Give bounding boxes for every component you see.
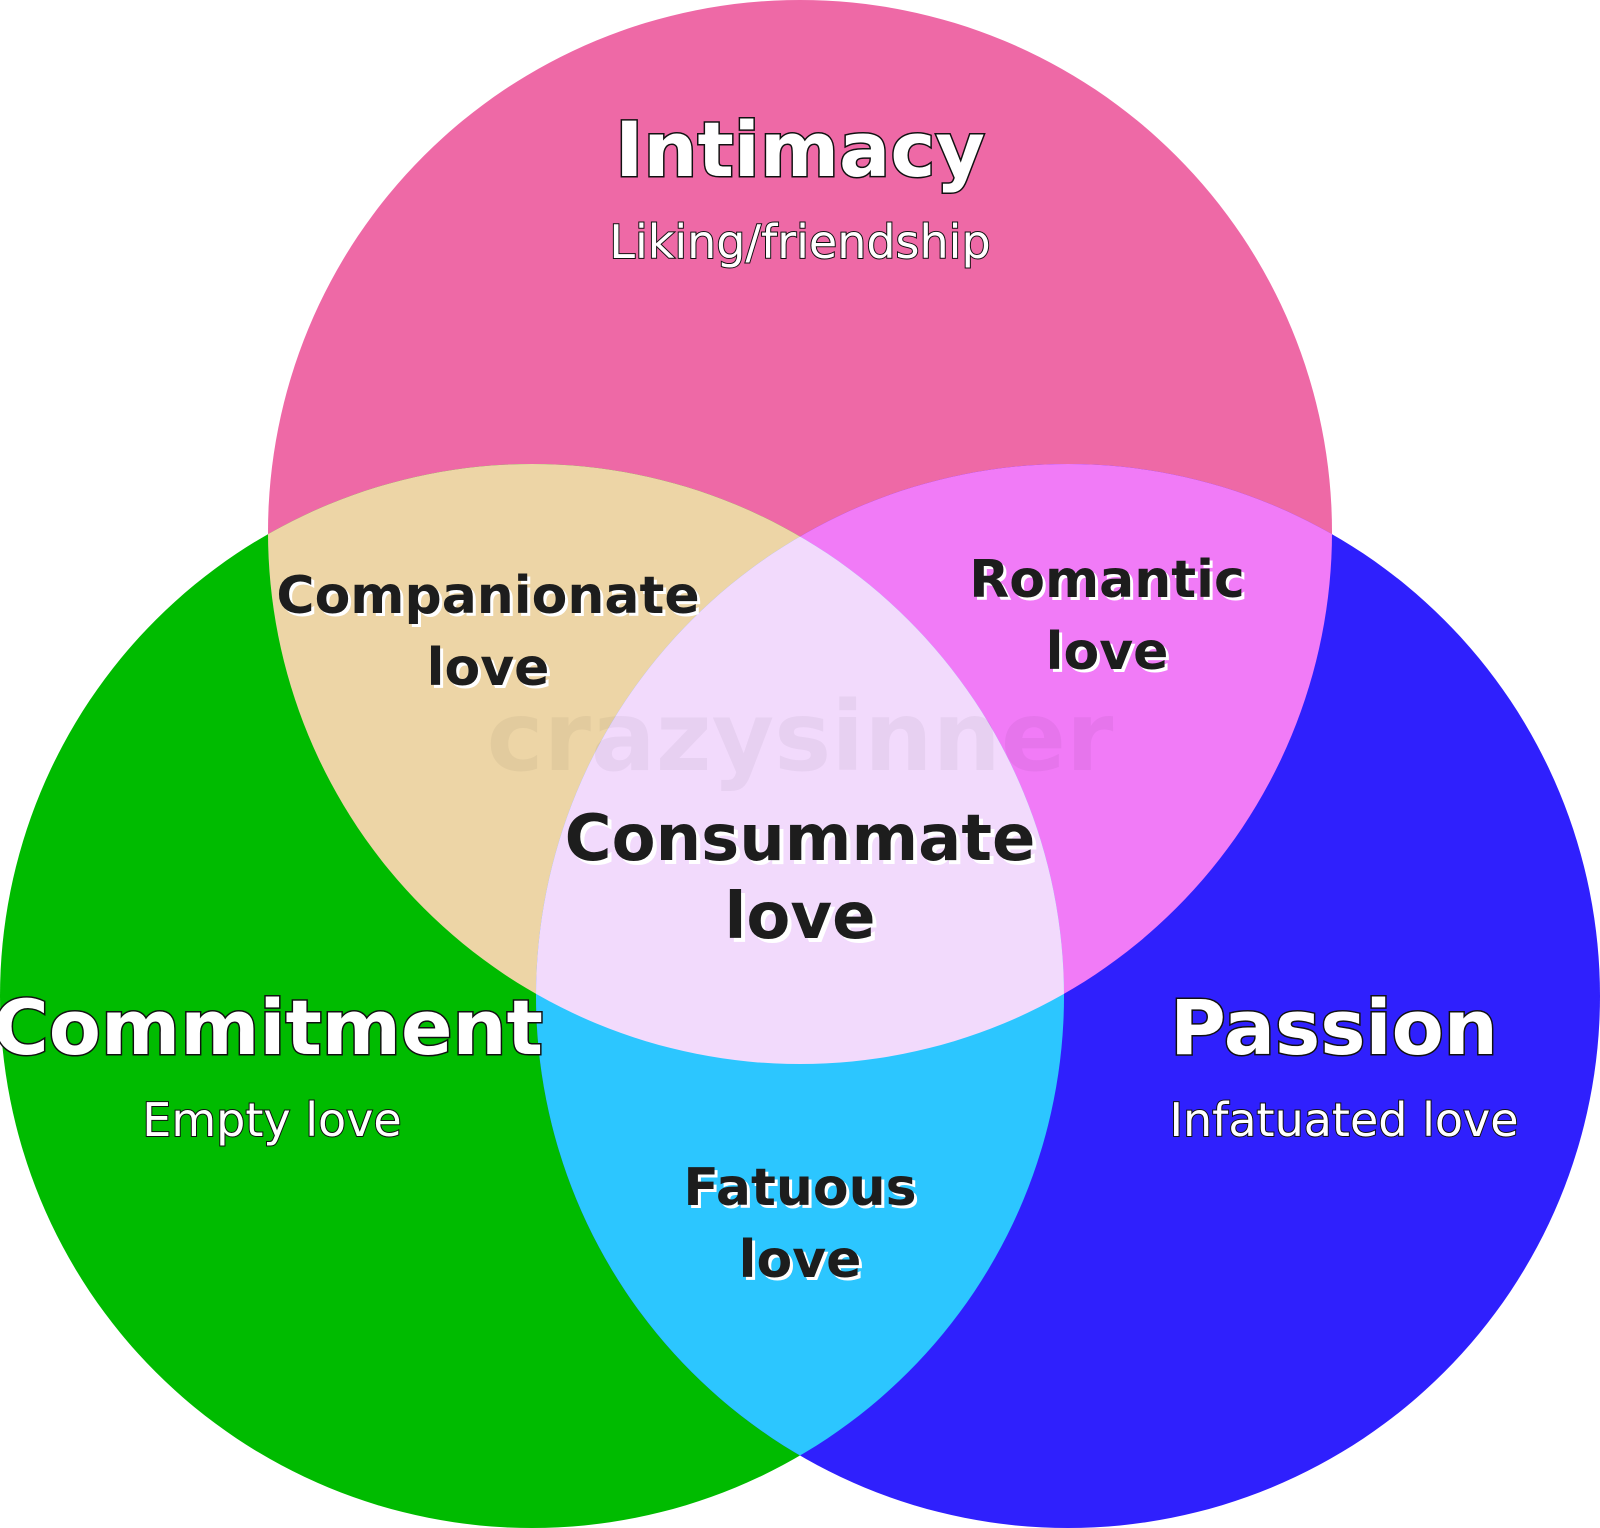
- romantic-line2: love: [1046, 622, 1169, 682]
- fatuous-line1: Fatuous: [683, 1158, 916, 1218]
- intimacy-title: Intimacy: [615, 105, 985, 194]
- passion-subtitle: Infatuated love: [1169, 1093, 1518, 1147]
- consummate-line1-shadow: Consummate: [569, 806, 1040, 880]
- fatuous-line2: love: [739, 1230, 862, 1290]
- consummate-overlap: [536, 464, 1064, 1064]
- romantic-line1-shadow: Romantic: [972, 553, 1248, 613]
- companionate-line1: Companionate: [276, 566, 699, 626]
- companionate-line2: love: [427, 638, 550, 698]
- companionate-line1-shadow: Companionate: [279, 569, 702, 629]
- companionate-line2-shadow: love: [430, 641, 553, 701]
- consummate-line2-shadow: love: [728, 884, 879, 958]
- consummate-line1: Consummate: [565, 802, 1036, 876]
- romantic-line2-shadow: love: [1049, 625, 1172, 685]
- intimacy-subtitle: Liking/friendship: [609, 215, 990, 269]
- fatuous-line2-shadow: love: [742, 1233, 865, 1293]
- romantic-line1: Romantic: [969, 550, 1245, 610]
- commitment-subtitle: Empty love: [142, 1093, 401, 1147]
- passion-title: Passion: [1170, 983, 1498, 1072]
- consummate-line2: love: [724, 880, 875, 954]
- watermark: crazysinner: [487, 681, 1114, 793]
- fatuous-line1-shadow: Fatuous: [686, 1161, 919, 1221]
- commitment-title: Commitment: [0, 983, 543, 1072]
